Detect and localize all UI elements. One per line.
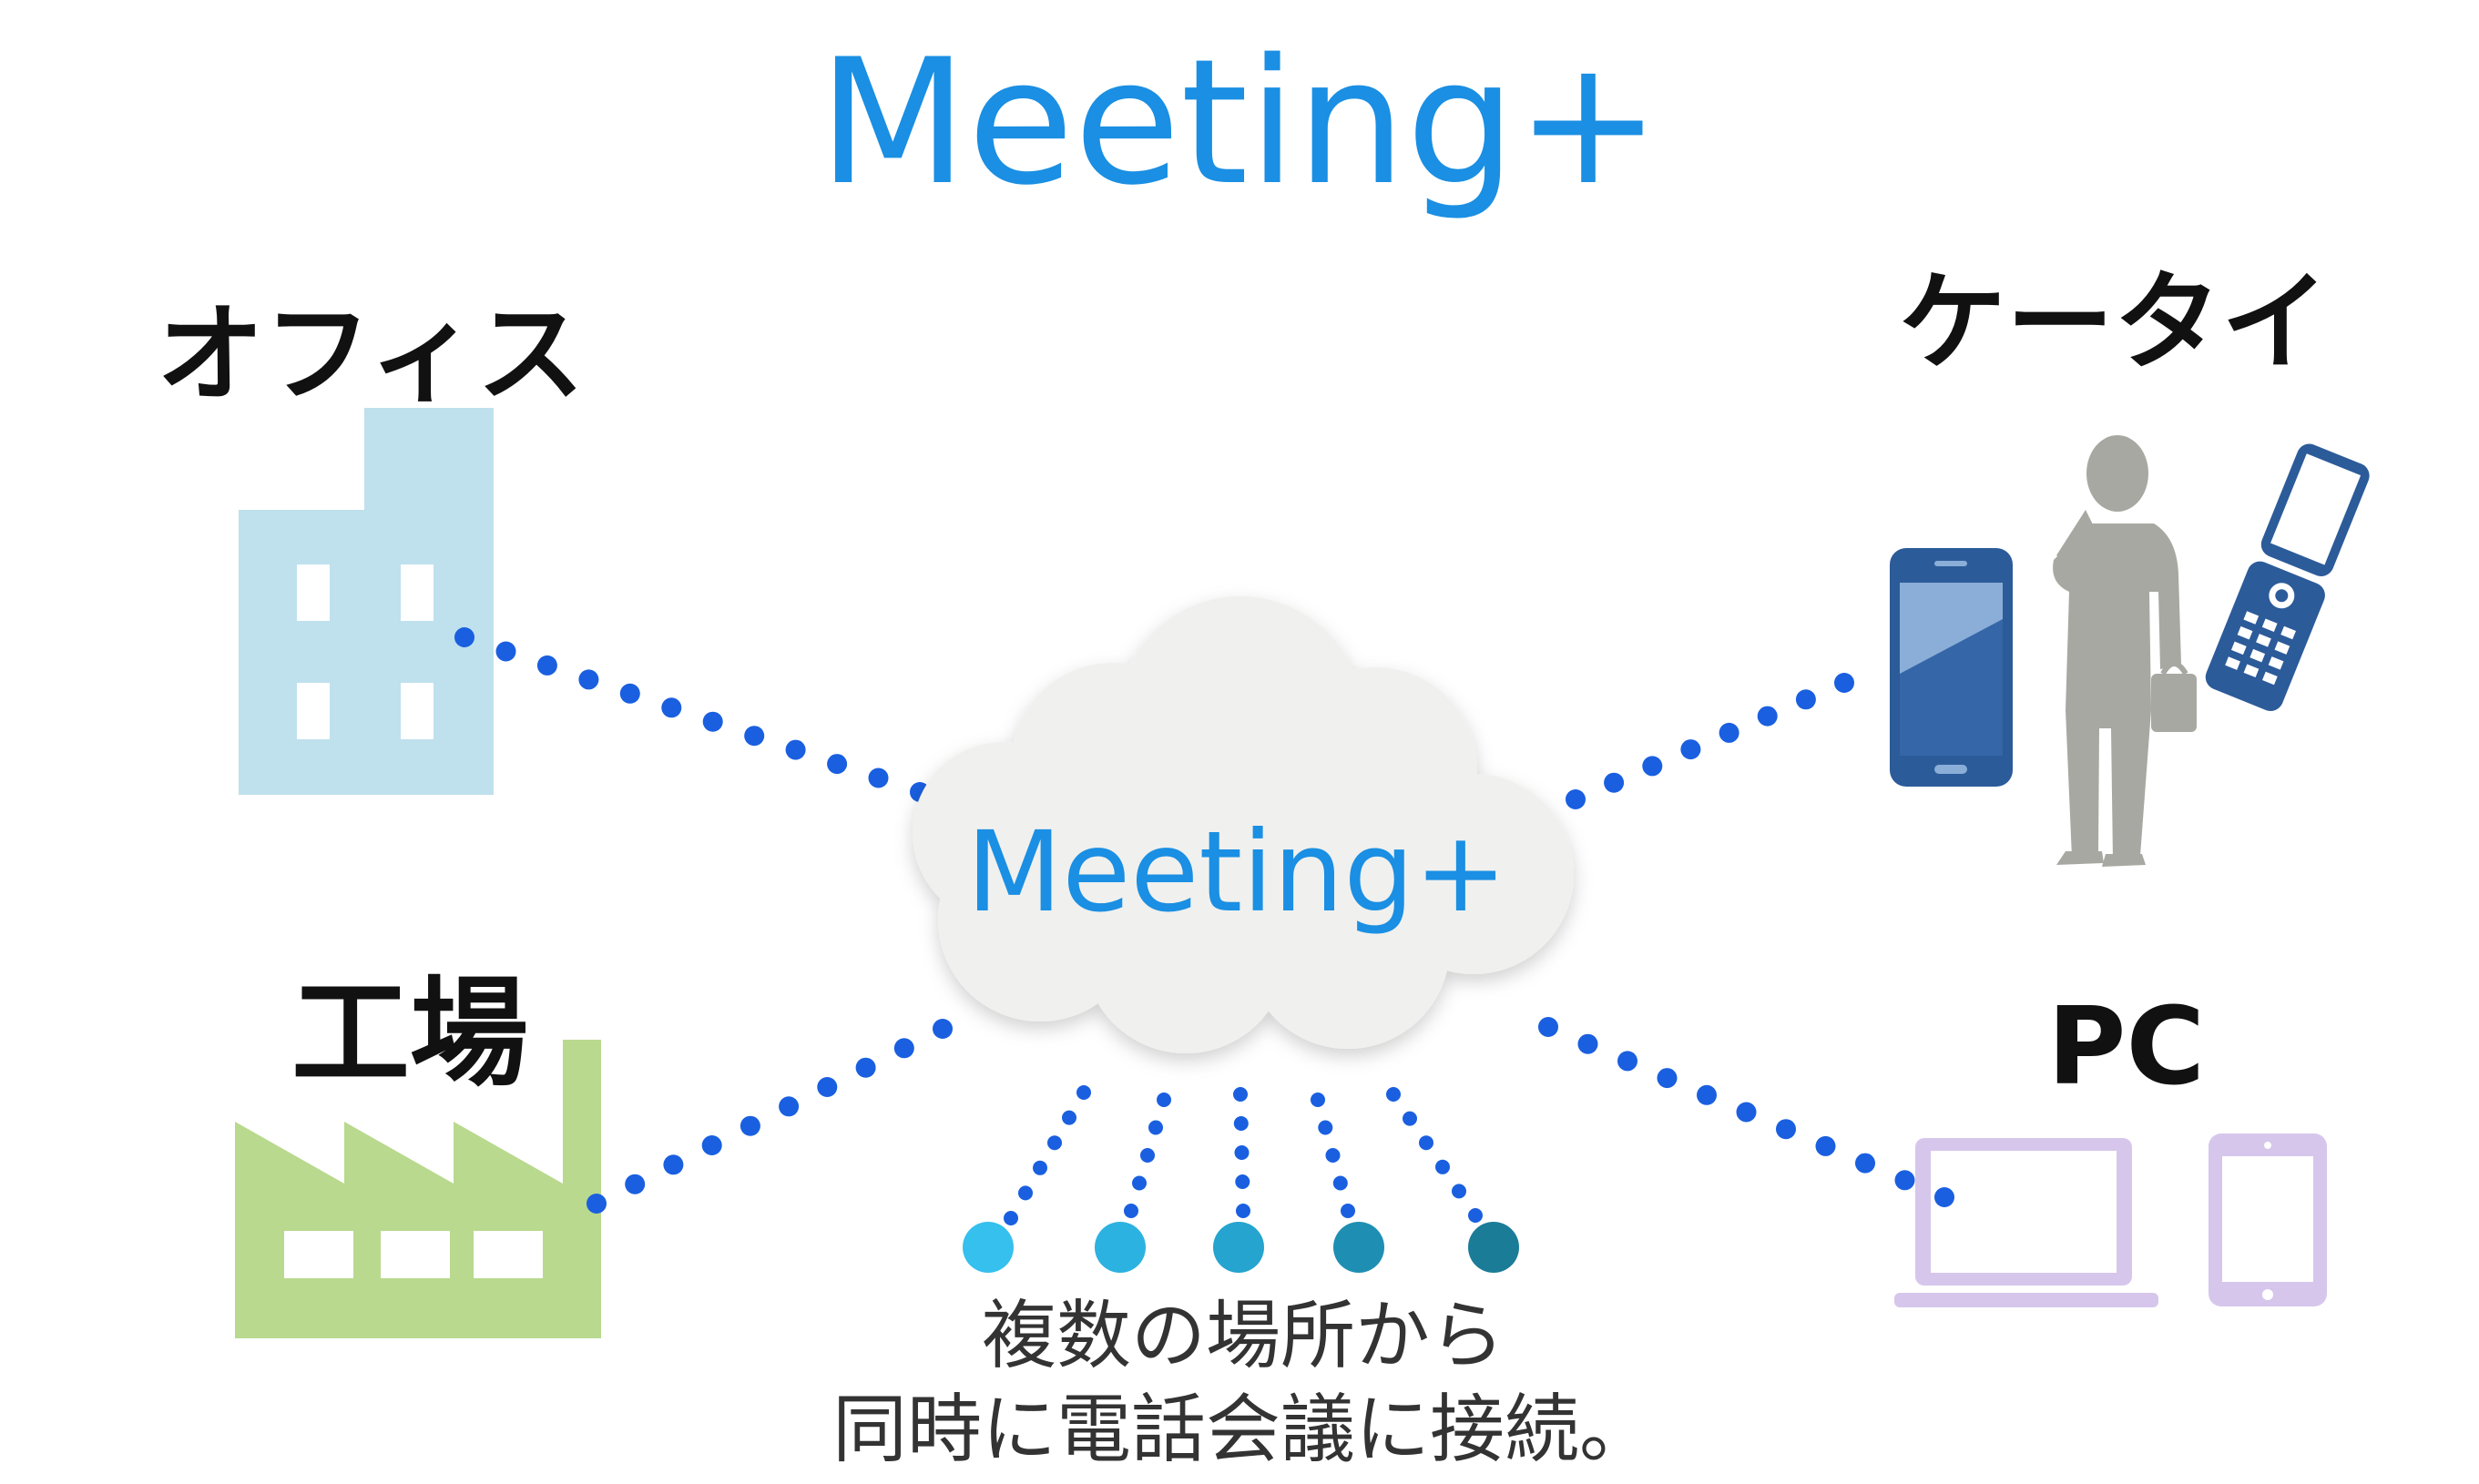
connector-dot-office: [495, 641, 516, 662]
connector-dot-endpoint-1: [1062, 1110, 1076, 1125]
connector-dot-mobile: [1566, 789, 1586, 809]
connector-dot-mobile: [1680, 739, 1701, 760]
connector-dot-endpoint-2: [1140, 1148, 1155, 1163]
connector-dot-endpoint-1: [1047, 1135, 1062, 1151]
connector-dot-office: [868, 767, 889, 788]
connector-dot-pc: [1538, 1017, 1558, 1037]
connector-dot-office: [702, 711, 723, 732]
connector-dot-endpoint-4: [1341, 1204, 1355, 1218]
connector-dot-mobile: [1604, 772, 1625, 793]
flip-phone-icon: [2205, 443, 2370, 711]
connector-dot-endpoint-2: [1157, 1093, 1171, 1107]
connector-dot-endpoint-5: [1468, 1208, 1483, 1223]
connector-dot-mobile: [1795, 689, 1816, 710]
connector-dot-mobile: [1834, 673, 1854, 693]
connector-dot-factory: [779, 1096, 800, 1117]
caption-line-1: 複数の場所から: [982, 1293, 1505, 1379]
connector-dot-factory: [663, 1154, 684, 1175]
factory-icon: [235, 1040, 601, 1338]
connector-dot-factory: [701, 1135, 722, 1155]
cloud-icon: [913, 596, 1574, 1053]
connector-dot-office: [536, 655, 557, 676]
businessman-icon: [2053, 435, 2197, 867]
connector-dot-endpoint-3: [1233, 1087, 1248, 1102]
connector-dot-pc: [1934, 1187, 1954, 1207]
factory-label: 工場: [291, 964, 528, 1103]
mobile-label: ケータイ: [1899, 259, 2329, 385]
connector-dot-endpoint-4: [1311, 1093, 1325, 1107]
connector-lines: [454, 627, 1954, 1225]
smartphone-icon: [1890, 548, 2013, 787]
connector-dot-pc: [1617, 1051, 1637, 1072]
connector-dot-endpoint-2: [1132, 1175, 1147, 1191]
connector-dot-factory: [587, 1194, 607, 1214]
connector-dot-factory: [893, 1038, 914, 1059]
connector-dot-pc: [1894, 1170, 1915, 1191]
connector-dot-office: [827, 754, 848, 775]
connector-dot-pc: [1697, 1084, 1717, 1105]
connector-dot-factory: [625, 1174, 646, 1194]
connector-dot-office: [454, 627, 474, 647]
connector-dot-mobile: [1719, 722, 1739, 743]
connector-dot-endpoint-3: [1236, 1204, 1250, 1218]
connector-dot-mobile: [1757, 706, 1778, 727]
connector-dot-endpoint-1: [1004, 1211, 1018, 1225]
cloud-label: Meeting+: [966, 808, 1507, 937]
connector-dot-pc: [1736, 1102, 1757, 1123]
connector-dot-endpoint-2: [1148, 1120, 1163, 1135]
endpoint-dot-2: [1095, 1222, 1146, 1273]
connector-dot-endpoint-4: [1318, 1120, 1333, 1135]
connector-dot-endpoint-4: [1325, 1148, 1341, 1163]
connector-dot-endpoint-5: [1386, 1087, 1401, 1102]
connector-dot-pc: [1577, 1033, 1598, 1054]
connector-dot-endpoint-4: [1332, 1175, 1348, 1191]
connector-dot-mobile: [1642, 756, 1663, 777]
connector-dot-office: [785, 739, 806, 760]
connector-dot-pc: [1776, 1119, 1796, 1140]
connector-dot-factory: [855, 1057, 876, 1078]
connector-dot-factory: [740, 1115, 760, 1136]
endpoint-dot-4: [1333, 1222, 1384, 1273]
connector-dot-endpoint-3: [1235, 1174, 1250, 1189]
connector-dot-endpoint-1: [1076, 1085, 1091, 1100]
endpoint-dot-3: [1213, 1222, 1264, 1273]
connector-dot-factory: [933, 1019, 953, 1039]
connector-dot-pc: [1855, 1153, 1875, 1174]
connector-dot-endpoint-1: [1033, 1160, 1047, 1175]
laptop-icon: [1894, 1138, 2158, 1307]
connector-dot-pc: [1815, 1135, 1836, 1156]
connector-dot-endpoint-5: [1452, 1184, 1466, 1199]
connector-dot-office: [619, 683, 640, 704]
office-building-icon: [239, 408, 494, 795]
connector-dot-endpoint-2: [1124, 1204, 1138, 1218]
connector-dot-endpoint-5: [1419, 1135, 1433, 1151]
connector-dot-endpoint-5: [1403, 1111, 1417, 1126]
connector-dot-endpoint-3: [1233, 1116, 1249, 1131]
connector-dot-office: [578, 669, 599, 690]
page-title: Meeting+: [818, 22, 1660, 223]
pc-label: PC: [2047, 983, 2205, 1109]
connector-dot-endpoint-1: [1018, 1185, 1033, 1201]
office-label: オフィス: [157, 291, 585, 417]
endpoint-dot-1: [963, 1222, 1014, 1273]
tablet-icon: [2209, 1133, 2327, 1306]
connector-dot-pc: [1657, 1068, 1678, 1089]
connector-dot-endpoint-3: [1234, 1145, 1250, 1160]
connector-dot-endpoint-5: [1435, 1159, 1450, 1174]
connector-dot-office: [744, 726, 765, 747]
endpoint-dot-5: [1468, 1222, 1519, 1273]
caption-line-2: 同時に電話会議に接続。: [832, 1387, 1654, 1473]
connector-dot-factory: [817, 1077, 838, 1097]
connector-dot-office: [661, 697, 682, 718]
